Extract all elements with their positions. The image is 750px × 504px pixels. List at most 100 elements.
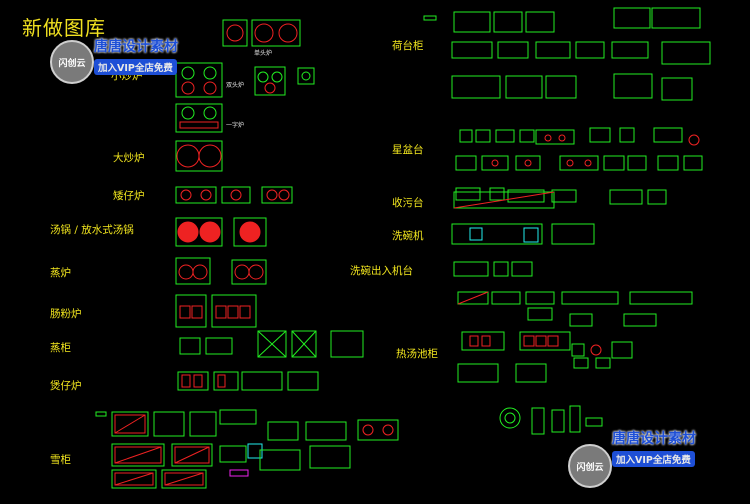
cad-burner xyxy=(257,71,269,83)
cad-burner xyxy=(278,23,298,43)
cad-block xyxy=(515,363,547,383)
cad-block xyxy=(254,66,286,96)
cad-block xyxy=(111,443,165,467)
cad-block xyxy=(291,330,317,358)
cad-burner xyxy=(301,71,311,81)
cad-block xyxy=(457,363,499,383)
cad-block xyxy=(179,305,191,319)
label-xingpen: 星盆台 xyxy=(392,144,424,156)
cad-block xyxy=(453,261,489,277)
cad-burner xyxy=(176,144,200,168)
cad-burner xyxy=(178,264,194,280)
cad-block xyxy=(575,41,605,59)
cad-block xyxy=(423,15,437,21)
cad-block xyxy=(233,217,267,247)
cad-block xyxy=(519,129,535,143)
cad-burner xyxy=(248,264,264,280)
cad-burner xyxy=(590,344,602,356)
cad-block xyxy=(461,331,505,351)
cad-block xyxy=(211,294,257,328)
cad-burner xyxy=(181,106,195,120)
cad-block xyxy=(611,41,649,59)
cad-block xyxy=(297,67,315,85)
cad-line xyxy=(114,414,146,434)
cad-block xyxy=(457,291,489,305)
watermark-logo: 闪创云 xyxy=(50,40,94,84)
cad-burner xyxy=(382,424,394,436)
cad-burner xyxy=(203,81,217,95)
cad-block xyxy=(661,41,711,65)
cad-burner xyxy=(203,106,217,120)
cad-block xyxy=(525,11,555,33)
note-dan-tou: 单头炉 xyxy=(254,50,273,57)
cad-burner xyxy=(177,221,199,243)
cad-burner xyxy=(362,424,374,436)
note-yi-zi: 一字炉 xyxy=(226,122,245,129)
cad-block xyxy=(181,374,191,388)
watermark-logo: 闪创云 xyxy=(568,444,612,488)
cad-burner xyxy=(254,23,274,43)
cad-line xyxy=(291,330,317,358)
cad-block xyxy=(221,186,251,204)
label-xiwan-churu: 洗碗出入机台 xyxy=(350,265,413,277)
cad-line xyxy=(457,291,489,305)
cad-block xyxy=(161,469,207,489)
cad-block xyxy=(551,223,595,245)
cad-block xyxy=(569,313,593,327)
cad-block xyxy=(647,189,667,205)
label-baozai: 煲仔炉 xyxy=(50,380,82,392)
cad-block xyxy=(114,472,154,486)
cad-block xyxy=(515,155,541,171)
cad-block xyxy=(481,335,491,347)
cad-block xyxy=(191,305,203,319)
cad-block xyxy=(330,330,364,358)
cad-burner xyxy=(278,189,290,201)
cad-burner xyxy=(226,24,244,42)
cad-burner xyxy=(504,412,516,424)
cad-block xyxy=(111,469,157,489)
cad-burner xyxy=(200,189,212,201)
label-zhengui: 蒸柜 xyxy=(50,342,71,354)
cad-block xyxy=(497,41,529,59)
cad-burner xyxy=(180,189,192,201)
watermark-sub: 加入VIP全店免费 xyxy=(612,451,695,467)
cad-block xyxy=(535,129,575,145)
cad-block xyxy=(175,217,223,247)
cad-block xyxy=(481,155,509,171)
label-xiwanji: 洗碗机 xyxy=(392,230,424,242)
cad-block xyxy=(213,371,239,391)
cad-burner xyxy=(688,134,700,146)
cad-block xyxy=(175,140,223,172)
cad-block xyxy=(215,305,227,319)
cad-line xyxy=(174,446,210,464)
cad-block xyxy=(545,75,577,99)
cad-block xyxy=(174,446,210,464)
cad-block xyxy=(493,11,523,33)
label-tangguo: 汤锅 / 放水式汤锅 xyxy=(50,224,134,236)
cad-burner xyxy=(234,264,250,280)
cad-burner xyxy=(203,66,217,80)
cad-burner xyxy=(266,189,278,201)
cad-burner xyxy=(491,159,499,167)
cad-block xyxy=(217,374,226,388)
label-hetaigui: 荷台柜 xyxy=(392,40,424,52)
cad-block xyxy=(535,41,571,59)
cad-block xyxy=(559,155,599,171)
cad-block xyxy=(175,257,211,285)
cad-burner xyxy=(230,189,242,201)
cad-line xyxy=(164,472,204,486)
cad-block xyxy=(683,155,703,171)
cad-burner xyxy=(181,81,195,95)
label-xuegui: 雪柜 xyxy=(50,454,71,466)
cad-line xyxy=(114,472,154,486)
cad-block xyxy=(114,446,162,464)
cad-block xyxy=(177,371,209,391)
cad-block xyxy=(491,291,521,305)
cad-block xyxy=(585,417,603,427)
cad-block xyxy=(459,129,473,143)
cad-block xyxy=(523,227,539,243)
cad-block xyxy=(523,335,535,347)
cad-block xyxy=(495,129,515,143)
cad-burner xyxy=(566,159,574,167)
